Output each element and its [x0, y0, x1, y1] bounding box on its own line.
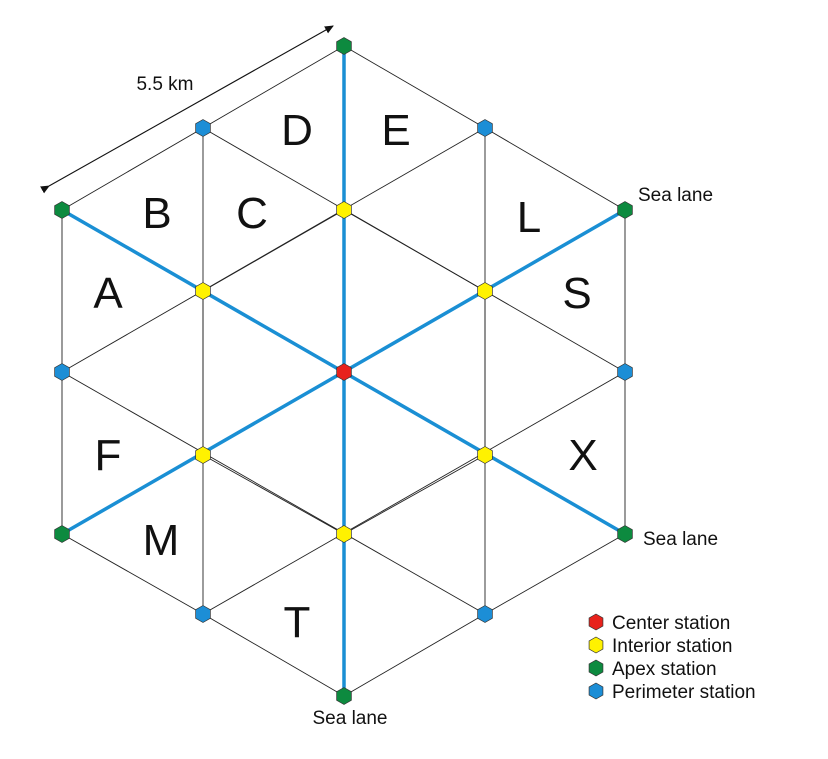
sea-lane-labels: Sea lane Sea lane Sea lane — [312, 185, 718, 729]
perimeter-station-icon — [54, 363, 70, 381]
stations — [54, 37, 633, 705]
region-label-m: M — [143, 516, 180, 565]
region-label-f: F — [95, 431, 122, 480]
apex-station-icon — [54, 525, 70, 543]
legend-item-perimeter: Perimeter station — [588, 682, 756, 703]
legend-label: Perimeter station — [612, 682, 756, 703]
interior-station-icon — [336, 201, 352, 219]
region-label-c: C — [236, 189, 268, 238]
region-label-a: A — [93, 269, 123, 318]
legend-item-interior: Interior station — [588, 636, 732, 657]
legend-label: Center station — [612, 613, 730, 634]
apex-station-icon — [617, 525, 633, 543]
perimeter-station-icon — [588, 682, 604, 700]
legend-label: Apex station — [612, 659, 717, 680]
center-station-icon — [588, 613, 604, 631]
perimeter-station-icon — [477, 119, 493, 137]
interior-station-icon — [477, 446, 493, 464]
sea-lane-label-bottom: Sea lane — [312, 708, 387, 729]
interior-station-icon — [588, 636, 604, 654]
region-label-t: T — [284, 598, 311, 647]
legend-label: Interior station — [612, 636, 732, 657]
region-labels: A B C D E L S X T M F — [93, 106, 597, 647]
perimeter-station-icon — [477, 605, 493, 623]
center-station-icon — [336, 363, 352, 381]
sea-lane-label-bottom-right: Sea lane — [643, 529, 718, 550]
scale-arrow — [40, 25, 334, 194]
perimeter-station-icon — [617, 363, 633, 381]
interior-station-icon — [195, 282, 211, 300]
perimeter-station-icon — [195, 605, 211, 623]
legend: Center station Interior station Apex sta… — [588, 613, 756, 703]
region-label-e: E — [381, 106, 410, 155]
sea-lane-label-top-right: Sea lane — [638, 185, 713, 206]
interior-station-icon — [477, 282, 493, 300]
region-label-b: B — [142, 189, 171, 238]
region-label-l: L — [517, 193, 541, 242]
legend-item-center: Center station — [588, 613, 730, 634]
apex-station-icon — [336, 687, 352, 705]
apex-station-icon — [54, 201, 70, 219]
apex-station-icon — [617, 201, 633, 219]
apex-station-icon — [588, 659, 604, 677]
scale-label: 5.5 km — [136, 74, 193, 95]
region-label-d: D — [281, 106, 313, 155]
legend-item-apex: Apex station — [588, 659, 717, 680]
perimeter-station-icon — [195, 119, 211, 137]
interior-station-icon — [336, 525, 352, 543]
region-label-x: X — [568, 431, 597, 480]
region-label-s: S — [562, 269, 591, 318]
apex-station-icon — [336, 37, 352, 55]
interior-station-icon — [195, 446, 211, 464]
scale-indicator: 5.5 km — [40, 25, 334, 194]
